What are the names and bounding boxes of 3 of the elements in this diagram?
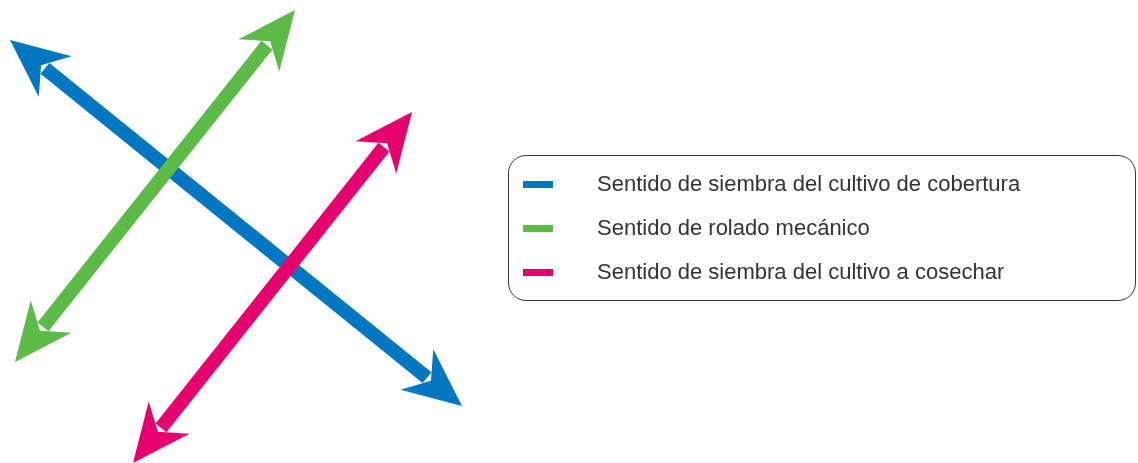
legend-text: Sentido de siembra del cultivo de cobertura bbox=[597, 170, 1021, 198]
legend-text: Sentido de siembra del cultivo a cosechar bbox=[597, 258, 1005, 286]
legend-text: Sentido de rolado mecánico bbox=[597, 214, 870, 242]
